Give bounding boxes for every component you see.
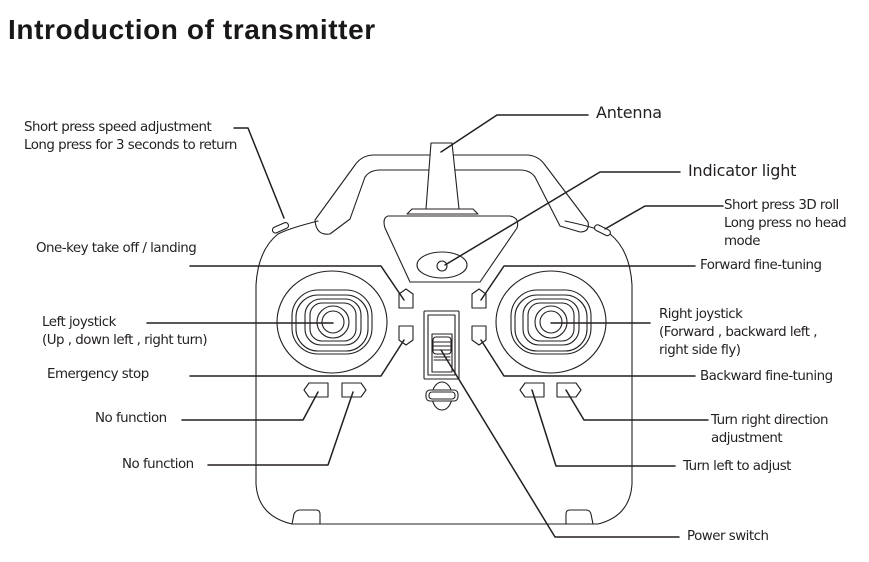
power-switch-label: Power switch (687, 529, 769, 544)
speed-line-1: Short press speed adjustment (24, 120, 212, 135)
speed-adjustment-label: Short press speed adjustment Long press … (24, 119, 237, 155)
left-joystick-line-2: (Up , down left , right turn) (42, 333, 208, 348)
page-title: Introduction of transmitter (8, 14, 376, 45)
right-shoulder-button[interactable] (593, 224, 611, 237)
emergency-stop-label: Emergency stop (47, 367, 149, 382)
power-switch-lever[interactable] (425, 381, 459, 411)
turn-right-line-2: adjustment (711, 431, 783, 446)
handle (314, 154, 589, 235)
right-joystick-label: Right joystick (Forward , backward left … (659, 306, 818, 360)
antenna (406, 142, 479, 215)
indicator-light-label: Indicator light (688, 161, 797, 180)
emergency-stop-button[interactable] (398, 325, 414, 346)
no-function-button-2[interactable] (341, 382, 367, 398)
turn-right-line-1: Turn right direction (711, 413, 829, 428)
right-joystick[interactable] (495, 270, 607, 374)
roll-line-1: Short press 3D roll (724, 198, 839, 213)
speed-line-2: Long press for 3 seconds to return (24, 138, 237, 153)
left-joystick[interactable] (276, 270, 388, 374)
no-function-label-1: No function (95, 411, 167, 426)
right-joystick-line-3: right side fly) (659, 343, 741, 358)
left-joystick-label: Left joystick (Up , down left , right tu… (42, 314, 208, 350)
forward-trim-label: Forward fine-tuning (700, 258, 822, 273)
left-joystick-line-1: Left joystick (42, 315, 116, 330)
power-switch[interactable] (423, 310, 460, 380)
backward-trim-label: Backward fine-tuning (700, 369, 833, 384)
backward-trim-button[interactable] (471, 325, 487, 346)
turn-left-label: Turn left to adjust (683, 459, 791, 474)
forward-trim-button[interactable] (471, 288, 487, 309)
takeoff-label: One-key take off / landing (36, 241, 197, 256)
roll-line-2: Long press no head (724, 216, 847, 231)
takeoff-button[interactable] (398, 288, 414, 309)
antenna-label: Antenna (596, 103, 662, 122)
leader-lines (146, 114, 724, 538)
right-joystick-line-2: (Forward , backward left , (659, 325, 818, 340)
left-shoulder-button[interactable] (271, 222, 290, 234)
turn-right-trim-button[interactable] (556, 382, 582, 398)
roll-headless-label: Short press 3D roll Long press no head m… (724, 197, 847, 251)
indicator-light (416, 251, 468, 279)
roll-line-3: mode (724, 234, 760, 249)
no-function-label-2: No function (122, 457, 194, 472)
turn-right-label: Turn right direction adjustment (711, 412, 829, 448)
right-joystick-line-1: Right joystick (659, 307, 743, 322)
no-function-button-1[interactable] (303, 382, 329, 398)
